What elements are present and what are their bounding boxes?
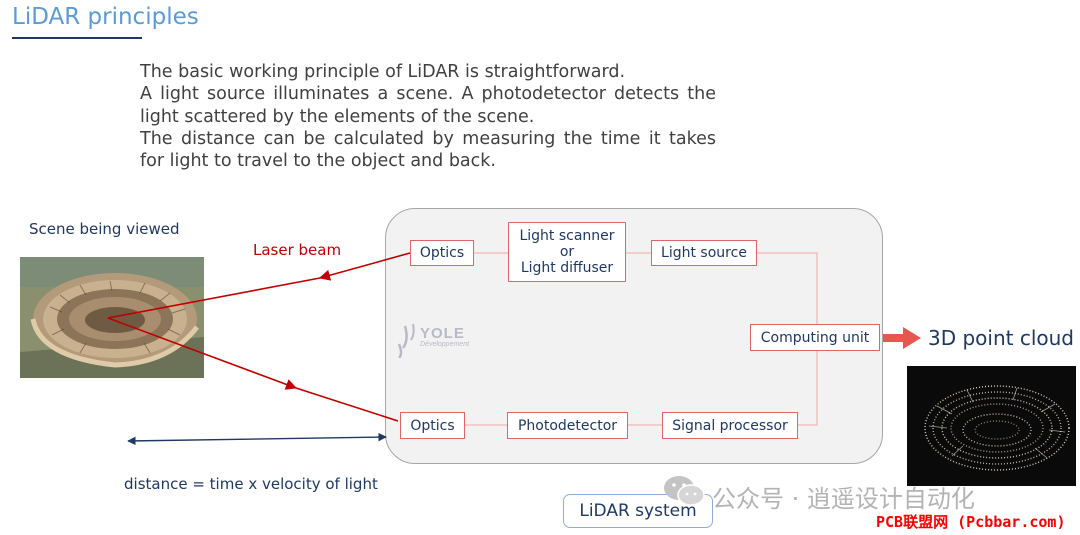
signal-processor-node: Signal processor [662,412,798,439]
scanner-line-2: or [559,244,575,260]
optics-top-node: Optics [410,240,474,266]
optics-bottom-node: Optics [400,412,465,439]
point-cloud-image [907,366,1076,486]
scanner-line-1: Light scanner [519,228,615,244]
scene-label: Scene being viewed [29,220,180,238]
laser-beam-label: Laser beam [253,241,342,259]
photodetector-node: Photodetector [507,412,628,439]
point-cloud-label: 3D point cloud [928,326,1075,350]
page-title: LiDAR principles [12,4,199,30]
intro-line-3: The distance can be calculated by measur… [140,128,716,172]
wechat-icon [662,474,706,508]
source-watermark: PCB联盟网 (Pcbbar.com) [876,513,1066,531]
intro-text: The basic working principle of LiDAR is … [140,61,716,172]
light-source-node: Light source [651,240,757,266]
light-scanner-node: Light scanner or Light diffuser [508,222,626,282]
yole-watermark [395,318,475,359]
yole-brand: YOLE [420,325,465,342]
scanner-line-3: Light diffuser [520,260,614,276]
distance-formula: distance = time x velocity of light [124,475,378,493]
laser-beam-lines [107,252,411,422]
title-underline [12,37,142,39]
intro-line-1: The basic working principle of LiDAR is … [140,62,626,82]
distance-arrow-icon [127,432,387,446]
wechat-watermark: 公众号 · 逍遥设计自动化 [712,485,975,513]
arrow-right-icon [883,327,921,349]
yole-sub: Développement [420,341,470,348]
intro-line-2: A light source illuminates a scene. A ph… [140,84,716,127]
computing-unit-node: Computing unit [750,324,880,351]
